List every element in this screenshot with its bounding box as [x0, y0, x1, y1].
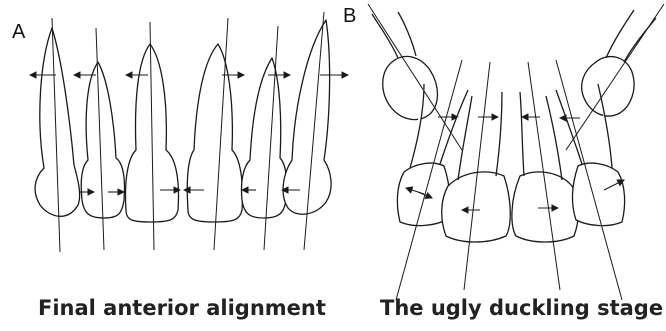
tooth-a-lateral-left: [74, 28, 125, 250]
tooth-b-canine-right: [560, 4, 664, 150]
panel-b-teeth: [368, 4, 664, 300]
tooth-a-central-left: [125, 22, 180, 250]
caption-ugly-duckling-stage: The ugly duckling stage: [380, 296, 663, 320]
tooth-a-central-right: [184, 18, 244, 250]
tooth-a-canine-left: [30, 18, 80, 252]
tooth-a-canine-right: [282, 12, 348, 250]
tooth-b-canine-left: [368, 4, 462, 150]
caption-final-anterior-alignment: Final anterior alignment: [38, 296, 326, 320]
panel-a-teeth: [30, 12, 348, 252]
tooth-a-lateral-right: [241, 26, 290, 250]
tooth-b-central-right: [512, 62, 578, 290]
